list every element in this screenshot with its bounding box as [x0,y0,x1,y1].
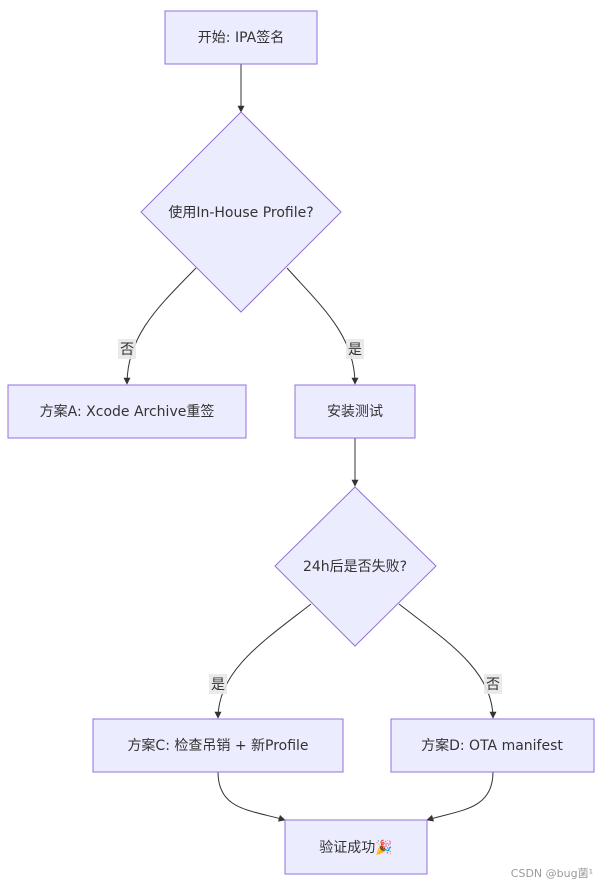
node-decision-profile-label: 使用In-House Profile? [168,204,313,221]
node-plan-c-label: 方案C: 检查吊销 + 新Profile [127,737,308,754]
edge-profile-no-to-plan-a [123,267,197,385]
node-decision-24h-label: 24h后是否失败? [303,559,407,575]
edge-profile-yes-to-install [286,267,359,385]
node-start: 开始: IPA签名 [164,10,318,65]
node-start-label: 开始: IPA签名 [198,29,284,46]
edge-label-fail-yes: 是 [209,674,227,694]
node-decision-24h: 24h后是否失败? [274,486,437,647]
edge-label-profile-no-text: 否 [120,342,134,358]
watermark: CSDN @bug菌¹ [510,867,593,880]
edge-label-fail-no: 否 [484,674,502,694]
edge-plan-c-to-success [217,771,286,822]
node-success: 验证成功🎉 [284,819,428,875]
node-install-test-label: 安装测试 [327,404,383,420]
edge-label-fail-yes-text: 是 [211,677,225,693]
node-plan-a-label: 方案A: Xcode Archive重签 [40,403,215,420]
edge-label-profile-yes: 是 [346,339,364,359]
edge-label-profile-no: 否 [118,339,136,359]
edge-label-profile-yes-text: 是 [348,342,362,358]
node-plan-d: 方案D: OTA manifest [390,718,595,773]
edge-fail-yes-to-plan-c [214,603,312,719]
node-install-test: 安装测试 [294,384,416,439]
node-plan-a: 方案A: Xcode Archive重签 [7,384,247,439]
edge-plan-d-to-success [426,771,494,822]
node-plan-d-label: 方案D: OTA manifest [421,737,563,754]
node-success-label: 验证成功🎉 [319,839,392,856]
edge-label-fail-no-text: 否 [486,677,500,693]
node-plan-c: 方案C: 检查吊销 + 新Profile [92,718,344,773]
edge-fail-no-to-plan-d [398,603,497,719]
node-decision-profile: 使用In-House Profile? [140,111,342,313]
